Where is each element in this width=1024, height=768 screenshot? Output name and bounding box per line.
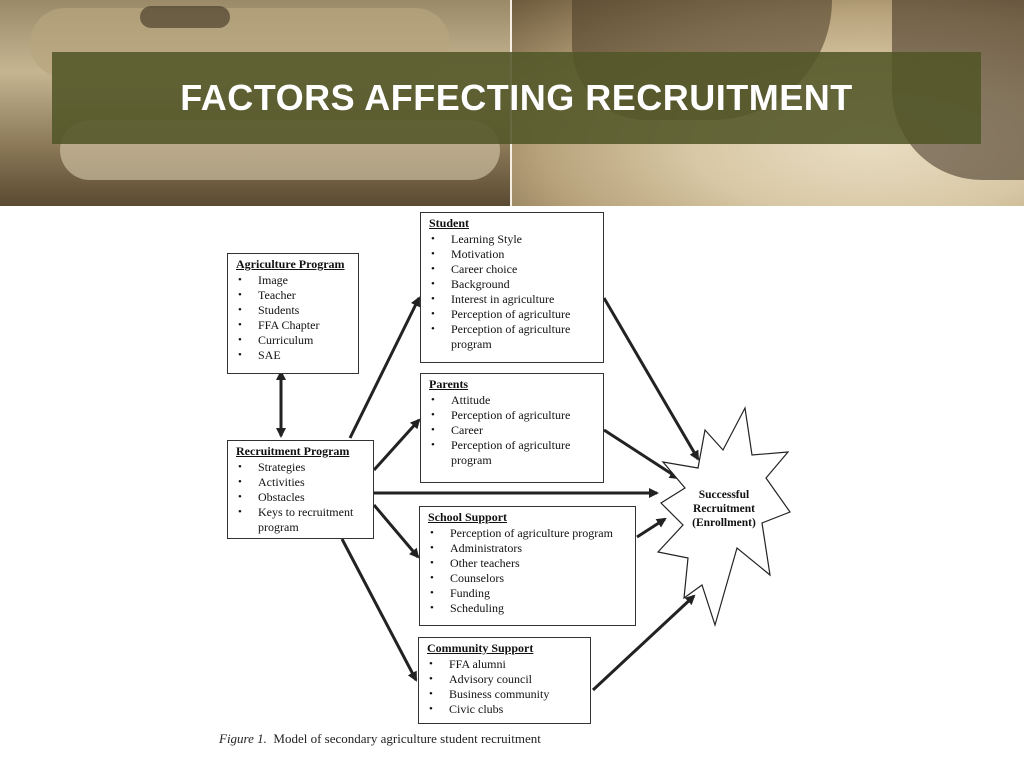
arrow-recruitment-parents	[372, 418, 421, 472]
caption-text: Model of secondary agriculture student r…	[273, 731, 541, 746]
list-item: Attitude	[431, 393, 595, 408]
arrow-recruitment-school	[372, 504, 420, 559]
list-item: Counselors	[430, 571, 627, 586]
list-item: Perception of agriculture program	[431, 438, 595, 468]
arrow-student-outcome	[602, 297, 700, 461]
list-item: Scheduling	[430, 601, 627, 616]
student-box: Student Learning Style Motivation Career…	[420, 212, 604, 363]
figure-caption: Figure 1. Model of secondary agriculture…	[219, 731, 541, 747]
recruitment-program-box: Recruitment Program Strategies Activitie…	[227, 440, 374, 539]
box-title: Recruitment Program	[236, 444, 350, 458]
list-item: Obstacles	[238, 490, 365, 505]
list-item: Perception of agriculture program	[431, 322, 595, 352]
list-item: Other teachers	[430, 556, 627, 571]
list-item: Teacher	[238, 288, 350, 303]
arrow-parents-outcome	[603, 428, 680, 480]
outcome-starburst	[656, 406, 791, 628]
arrow-school-outcome	[636, 517, 667, 539]
list-item: Curriculum	[238, 333, 350, 348]
list-item: Interest in agriculture	[431, 292, 595, 307]
list-item: FFA alumni	[429, 657, 582, 672]
arrow-recruitment-community	[340, 538, 418, 682]
box-title: Agriculture Program	[236, 257, 345, 271]
list-item: Learning Style	[431, 232, 595, 247]
box-title: School Support	[428, 510, 508, 524]
list-item: FFA Chapter	[238, 318, 350, 333]
outcome-label: Successful Recruitment (Enrollment)	[692, 489, 756, 529]
community-support-box: Community Support FFA alumni Advisory co…	[418, 637, 591, 724]
list-item: Advisory council	[429, 672, 582, 687]
list-item: Perception of agriculture	[431, 307, 595, 322]
list-item: Activities	[238, 475, 365, 490]
title-banner: FACTORS AFFECTING RECRUITMENT	[52, 52, 981, 144]
list-item: Image	[238, 273, 350, 288]
list-item: SAE	[238, 348, 350, 363]
header-photo-band: FACTORS AFFECTING RECRUITMENT	[0, 0, 1024, 206]
list-item: Civic clubs	[429, 702, 582, 717]
list-item: Students	[238, 303, 350, 318]
list-item: Perception of agriculture	[431, 408, 595, 423]
agriculture-program-box: Agriculture Program Image Teacher Studen…	[227, 253, 359, 374]
list-item: Business community	[429, 687, 582, 702]
list-item: Career choice	[431, 262, 595, 277]
list-item: Motivation	[431, 247, 595, 262]
box-title: Student	[429, 216, 470, 230]
parents-box: Parents Attitude Perception of agricultu…	[420, 373, 604, 483]
school-support-box: School Support Perception of agriculture…	[419, 506, 636, 626]
list-item: Keys to recruitment program	[238, 505, 365, 535]
box-title: Community Support	[427, 641, 534, 655]
list-item: Perception of agriculture program	[430, 526, 627, 541]
arrow-community-outcome	[591, 594, 696, 692]
list-item: Administrators	[430, 541, 627, 556]
slide-title: FACTORS AFFECTING RECRUITMENT	[180, 77, 853, 118]
list-item: Strategies	[238, 460, 365, 475]
list-item: Funding	[430, 586, 627, 601]
arrow-recruitment-student	[348, 296, 421, 439]
caption-label: Figure 1.	[219, 731, 267, 746]
box-title: Parents	[429, 377, 469, 391]
list-item: Career	[431, 423, 595, 438]
list-item: Background	[431, 277, 595, 292]
